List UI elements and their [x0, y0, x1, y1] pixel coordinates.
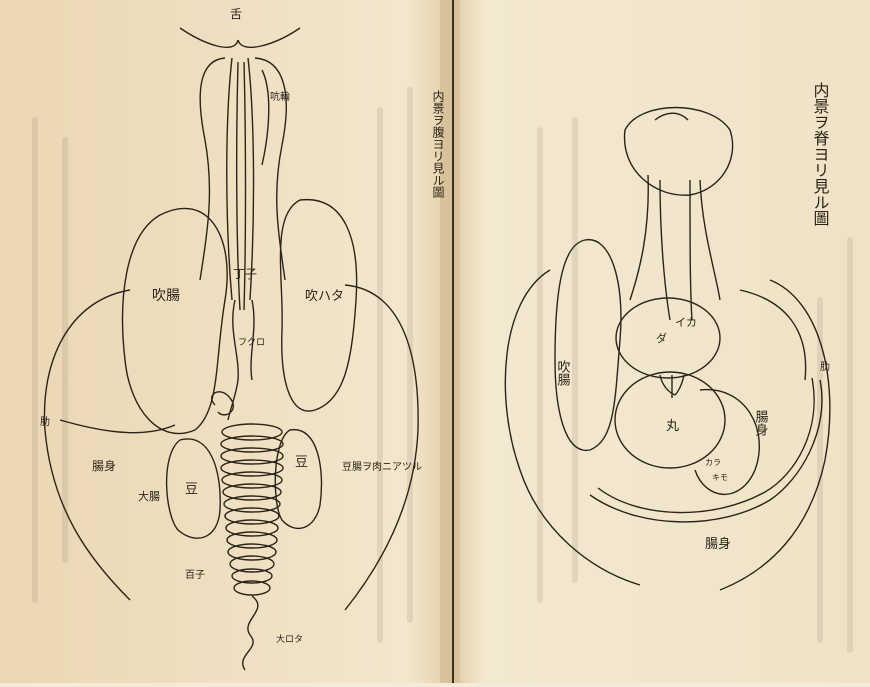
label-organ-small-1: カラ	[705, 458, 721, 467]
margin-title: 内景ヲ腹ヨリ見ル圖	[431, 90, 445, 199]
label-lung-back: 吹腸	[555, 360, 571, 386]
label-throat: 吭輪	[270, 90, 290, 103]
label-gut-body: 腸身	[92, 458, 116, 473]
label-rib-left: 肋	[40, 415, 50, 428]
label-kidney-top: 腸身	[753, 410, 769, 437]
label-hundred: 百子	[185, 569, 205, 581]
label-kidney-bottom: 腸身	[705, 536, 731, 552]
label-lung-right: 吹ハタ	[305, 289, 344, 304]
label-organ-round: 丸	[666, 419, 679, 434]
label-bean-right: 豆	[295, 455, 308, 470]
label-anus: 大ロタ	[276, 633, 303, 645]
label-organ-small-2: キモ	[712, 473, 728, 482]
label-organ-upper: イカ	[675, 316, 697, 329]
label-stomach: 丁子	[233, 267, 257, 281]
label-rib-right: 肋	[820, 360, 830, 373]
label-tongue: 舌	[230, 7, 242, 21]
label-large-intestine: 大腸	[138, 489, 160, 503]
label-note-right: 豆腸ヲ肉ニアツル	[342, 460, 422, 473]
label-lung-left: 吹腸	[152, 288, 180, 304]
label-heart: フクロ	[238, 337, 265, 348]
label-bean-left: 豆	[185, 482, 198, 497]
right-title: 内景ヲ脊ヨリ見ル圖	[811, 82, 830, 226]
label-organ-sa: ダ	[656, 331, 667, 345]
